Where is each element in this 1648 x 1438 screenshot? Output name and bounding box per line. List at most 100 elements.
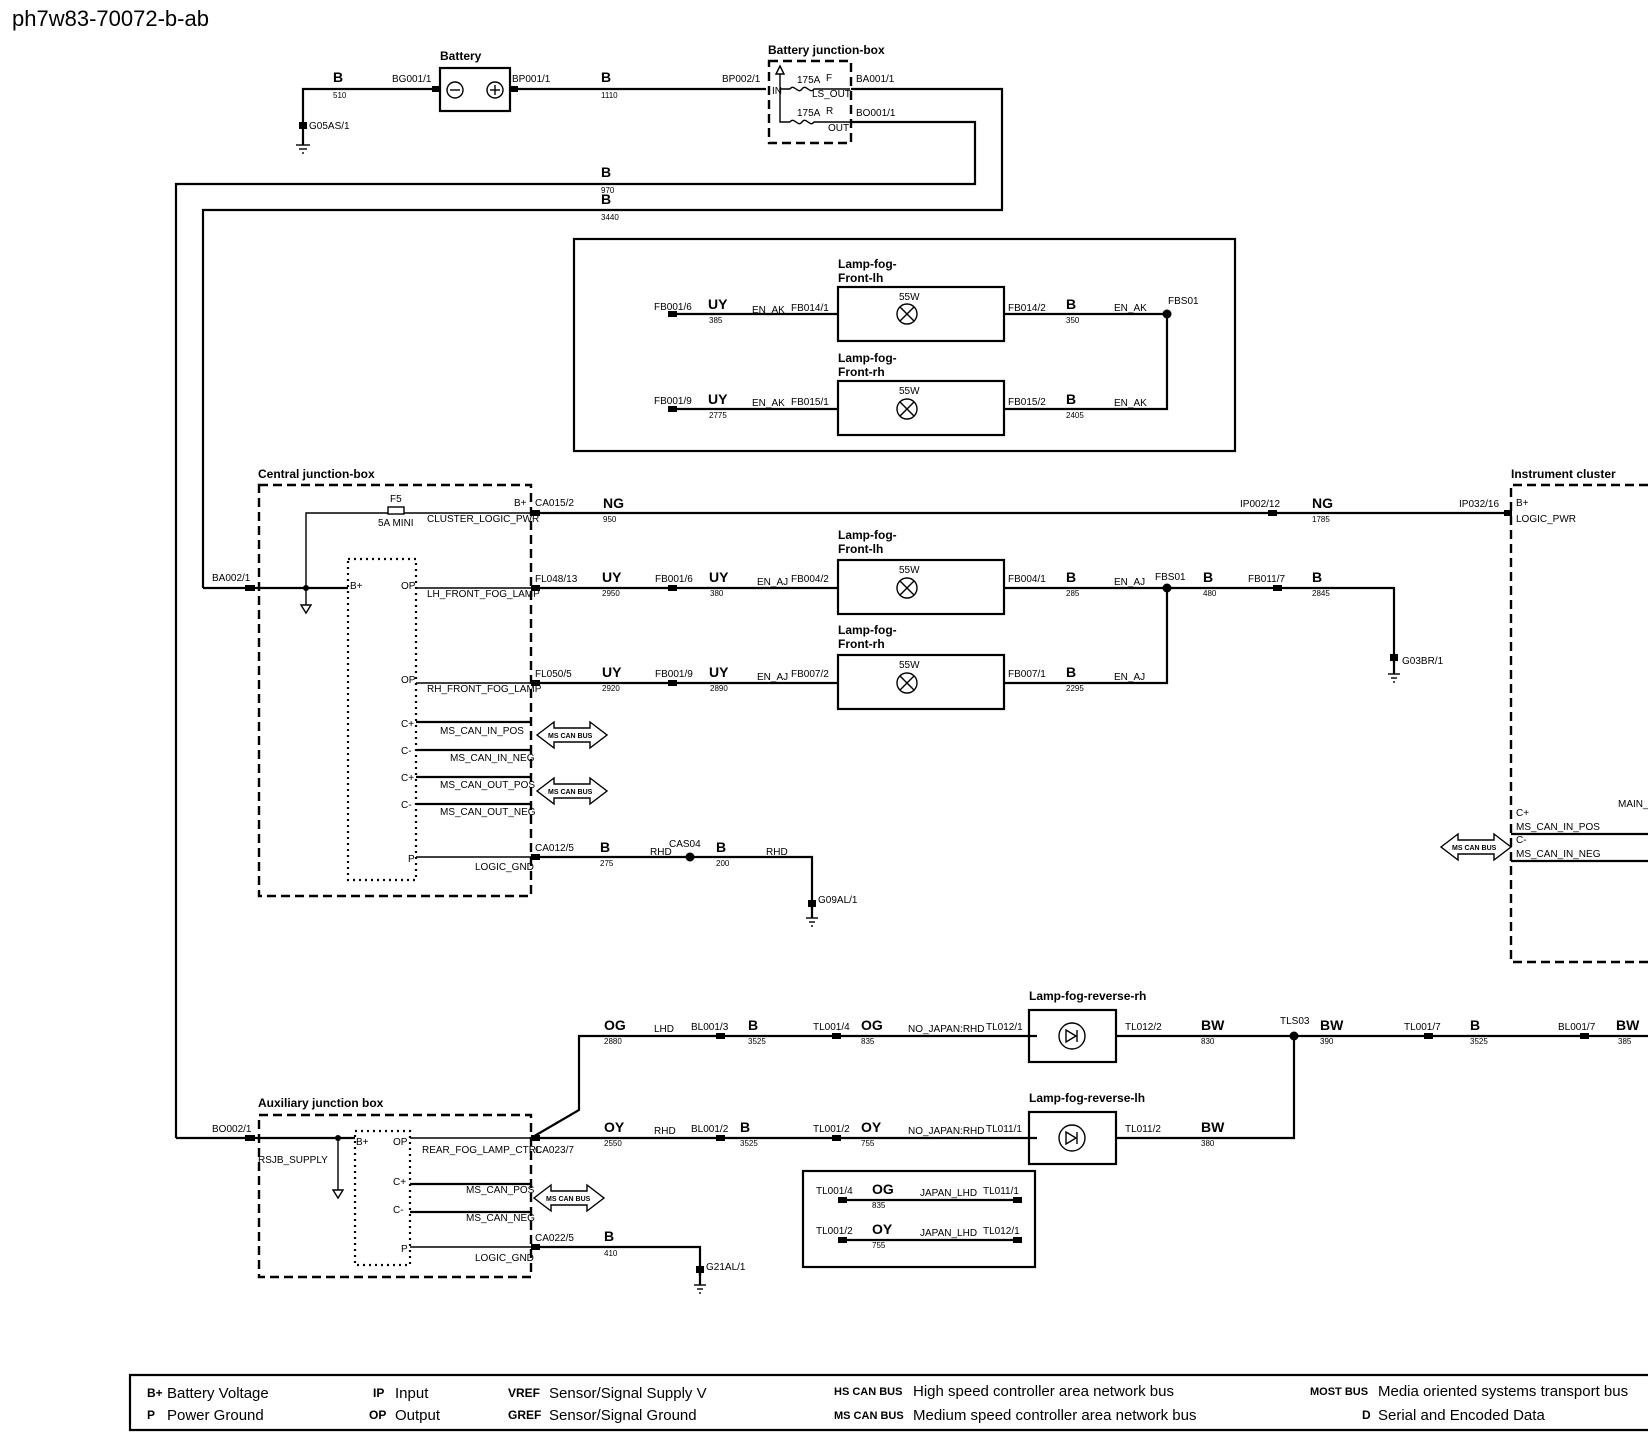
svg-text:LHD: LHD: [654, 1024, 674, 1035]
svg-text:755: 755: [872, 1241, 886, 1250]
svg-text:G09AL/1: G09AL/1: [818, 895, 858, 906]
svg-text:Lamp-fog-: Lamp-fog-: [838, 528, 897, 542]
svg-text:TL001/4: TL001/4: [813, 1022, 850, 1033]
svg-text:OY: OY: [604, 1119, 625, 1135]
svg-text:MS_CAN_IN_POS: MS_CAN_IN_POS: [440, 726, 524, 737]
svg-text:UY: UY: [602, 569, 622, 585]
legend-item-ip: IP Input: [373, 1385, 429, 1402]
svg-text:B: B: [1066, 569, 1076, 585]
svg-text:1785: 1785: [1312, 515, 1330, 524]
svg-text:P: P: [401, 1244, 408, 1255]
svg-text:BW: BW: [1320, 1017, 1344, 1033]
svg-text:Sensor/Signal Supply V: Sensor/Signal Supply V: [549, 1385, 707, 1402]
svg-text:CA015/2: CA015/2: [535, 498, 574, 509]
svg-text:IP: IP: [373, 1386, 384, 1400]
svg-text:Power Ground: Power Ground: [167, 1407, 264, 1424]
svg-text:NG: NG: [603, 495, 624, 511]
battery-junction-box: Battery junction-box IN 175A F LS_OUT 17…: [767, 43, 896, 145]
svg-text:2775: 2775: [709, 411, 727, 420]
bjb-in-label: IN: [772, 86, 782, 97]
main-lamp-lh: FL048/13 UY 2950 FB001/6 UY 380 EN_AJ FB…: [535, 528, 1145, 616]
svg-text:Front-lh: Front-lh: [838, 542, 883, 556]
rear-after-labels: BW 390 TL001/7 B 3525 BL001/7 BW 385: [1320, 1017, 1640, 1046]
japan-row-1: TL001/4 OG 835 JAPAN_LHD TL011/1: [816, 1181, 1022, 1210]
svg-text:55W: 55W: [899, 565, 920, 576]
fuse-f5-id: F5: [390, 494, 402, 505]
svg-text:950: 950: [603, 515, 617, 524]
led-icon: [1058, 1124, 1086, 1152]
svg-text:C+: C+: [1516, 808, 1529, 819]
fuse-r-out: OUT: [828, 123, 849, 134]
svg-text:B: B: [716, 839, 726, 855]
lamp-icon: [896, 303, 918, 325]
svg-text:RHD: RHD: [654, 1126, 676, 1137]
svg-text:200: 200: [716, 859, 730, 868]
svg-text:B+: B+: [350, 581, 363, 592]
svg-text:Output: Output: [395, 1407, 441, 1424]
svg-text:3525: 3525: [1470, 1037, 1488, 1046]
fuse-f-symbol: [789, 86, 850, 92]
svg-text:350: 350: [1066, 316, 1080, 325]
svg-text:Media oriented systems transpo: Media oriented systems transport bus: [1378, 1383, 1628, 1400]
fuse-f5-rating: 5A MINI: [378, 518, 414, 529]
svg-text:EN_AK: EN_AK: [752, 305, 785, 316]
rear-oy-labels: OY 2550 RHD BL001/2 B 3525 TL001/2 OY 75…: [604, 1119, 1225, 1148]
bjb-pin-bo001: BO001/1: [856, 108, 896, 119]
svg-text:C-: C-: [401, 746, 412, 757]
lamp-icon: [896, 672, 918, 694]
svg-text:UY: UY: [602, 664, 622, 680]
svg-text:BL001/2: BL001/2: [691, 1124, 729, 1135]
svg-text:B: B: [740, 1119, 750, 1135]
svg-text:MAIN_: MAIN_: [1618, 799, 1648, 810]
legend-item-ms-can: MS CAN BUS Medium speed controller area …: [834, 1407, 1196, 1424]
splice-dot: [1162, 309, 1172, 319]
svg-text:UY: UY: [708, 296, 728, 312]
svg-text:GREF: GREF: [508, 1408, 541, 1422]
battery-neg-terminal: [432, 86, 440, 92]
bjb-title: Battery junction-box: [768, 43, 885, 57]
svg-text:Lamp-fog-: Lamp-fog-: [838, 257, 897, 271]
cjb-supply-pin: BA002/1: [212, 573, 251, 584]
wire-num-3440: 3440: [601, 213, 619, 222]
svg-text:B: B: [748, 1017, 758, 1033]
svg-text:380: 380: [1201, 1139, 1215, 1148]
fuse-f-out: LS_OUT: [812, 89, 851, 100]
svg-text:3525: 3525: [740, 1139, 758, 1148]
legend-item-op: OP Output: [369, 1407, 441, 1424]
svg-text:CA022/5: CA022/5: [535, 1233, 574, 1244]
svg-text:C-: C-: [401, 800, 412, 811]
ground-arrow-icon: [299, 604, 313, 615]
svg-text:BW: BW: [1616, 1017, 1640, 1033]
svg-text:FB001/9: FB001/9: [654, 396, 692, 407]
svg-text:835: 835: [872, 1201, 886, 1210]
ajb-supply-pin: BO002/1: [212, 1124, 252, 1135]
svg-text:LOGIC_PWR: LOGIC_PWR: [1516, 514, 1576, 525]
svg-text:FB004/1: FB004/1: [1008, 574, 1046, 585]
svg-text:EN_AJ: EN_AJ: [757, 577, 788, 588]
central-junction-box: Central junction-box F5 5A MINI B+ CLUST…: [257, 467, 542, 898]
svg-text:FB015/1: FB015/1: [791, 397, 829, 408]
svg-text:JAPAN_LHD: JAPAN_LHD: [920, 1228, 977, 1239]
fuse-f-id: F: [826, 73, 832, 84]
svg-text:B: B: [604, 1228, 614, 1244]
svg-text:410: 410: [604, 1249, 618, 1258]
svg-text:Battery Voltage: Battery Voltage: [167, 1385, 269, 1402]
can-bus-arrow-2: MS CAN BUS: [535, 776, 609, 806]
svg-text:MS_CAN_IN_NEG: MS_CAN_IN_NEG: [450, 753, 535, 764]
wire-num-970: 970: [601, 186, 615, 195]
svg-text:B: B: [1470, 1017, 1480, 1033]
svg-text:LOGIC_GND: LOGIC_GND: [475, 1253, 534, 1264]
svg-text:OP: OP: [369, 1408, 386, 1422]
svg-text:B: B: [1066, 664, 1076, 680]
svg-text:TL011/2: TL011/2: [1125, 1124, 1161, 1135]
svg-text:OP: OP: [401, 581, 416, 592]
svg-text:BL001/3: BL001/3: [691, 1022, 729, 1033]
wire-color-b-1110: B: [601, 69, 611, 85]
svg-text:NG: NG: [1312, 495, 1333, 511]
svg-text:OG: OG: [872, 1181, 894, 1197]
svg-text:BW: BW: [1201, 1017, 1225, 1033]
svg-text:B+: B+: [514, 498, 527, 509]
legend-item-p: P Power Ground: [147, 1407, 264, 1424]
svg-text:TL012/1: TL012/1: [983, 1226, 1020, 1237]
ip002-pin: IP002/12: [1240, 499, 1280, 510]
